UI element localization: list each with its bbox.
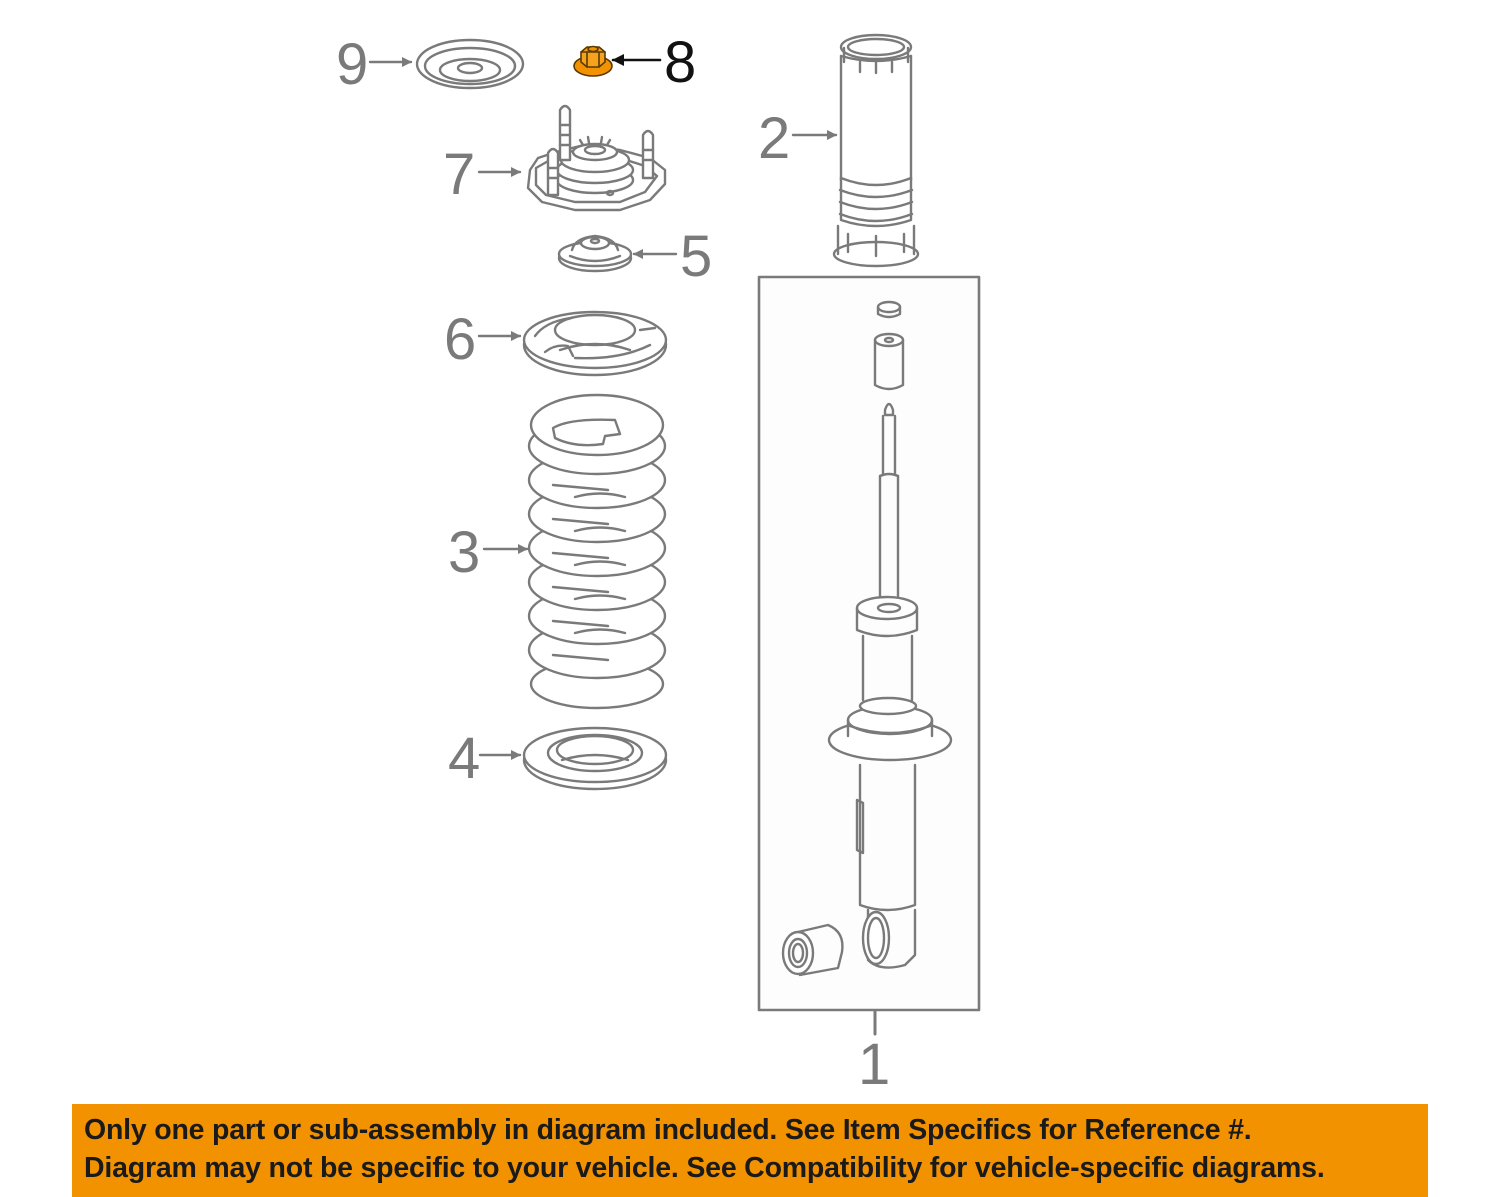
callout-5: 5 (680, 224, 713, 289)
part-8-flange-nut[interactable] (573, 45, 613, 77)
disclaimer-line-1: Only one part or sub-assembly in diagram… (84, 1114, 1252, 1146)
callout-3: 3 (448, 520, 481, 585)
callout-4: 4 (448, 726, 481, 791)
callout-2: 2 (758, 106, 791, 171)
part-9-mount-cap[interactable] (415, 38, 525, 90)
disclaimer-banner: Only one part or sub-assembly in diagram… (72, 1104, 1428, 1197)
callout-7: 7 (443, 142, 476, 207)
part-1-strut-assembly[interactable] (757, 275, 981, 1012)
part-6-upper-spring-insulator[interactable] (522, 310, 668, 377)
part-7-strut-mount[interactable] (526, 104, 667, 212)
part-4-lower-spring-seat[interactable] (522, 726, 668, 791)
callout-8: 8 (664, 30, 697, 95)
callout-6: 6 (444, 307, 477, 372)
callout-1: 1 (858, 1032, 891, 1097)
part-3-coil-spring[interactable] (527, 393, 667, 710)
part-5-bump-stop[interactable] (557, 234, 633, 273)
part-2-dust-boot[interactable] (832, 33, 920, 268)
disclaimer-line-2: Diagram may not be specific to your vehi… (84, 1152, 1325, 1184)
callout-9: 9 (336, 32, 369, 97)
